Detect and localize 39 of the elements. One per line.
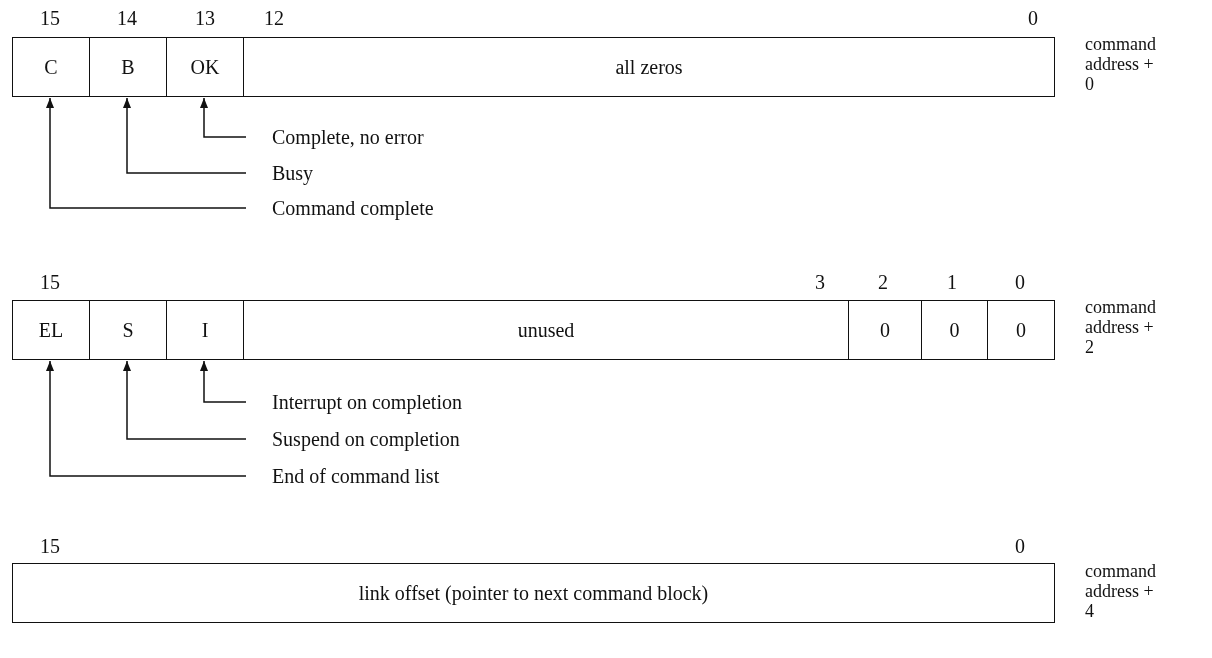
bit-field: all zeros	[243, 37, 1055, 97]
bit-field: OK	[166, 37, 244, 97]
bit-field: B	[89, 37, 167, 97]
bit-number: 15	[40, 8, 60, 28]
leader-line	[46, 97, 247, 209]
field-description: Complete, no error	[272, 126, 424, 148]
bit-field: I	[166, 300, 244, 360]
address-label: command address + 2	[1085, 297, 1157, 357]
bit-number: 0	[1015, 536, 1025, 556]
bit-number: 2	[878, 272, 888, 292]
leader-line	[46, 360, 247, 477]
leader-line	[123, 360, 247, 440]
field-description: Interrupt on completion	[272, 391, 462, 413]
field-description: Command complete	[272, 197, 434, 219]
leader-line	[200, 97, 247, 138]
bit-field: link offset (pointer to next command block)	[12, 563, 1055, 623]
bit-number: 15	[40, 272, 60, 292]
bit-number: 14	[117, 8, 137, 28]
bit-field: 0	[848, 300, 922, 360]
bit-field: S	[89, 300, 167, 360]
bit-number: 15	[40, 536, 60, 556]
bit-field: EL	[12, 300, 90, 360]
bit-number: 13	[195, 8, 215, 28]
field-description: Busy	[272, 162, 314, 184]
leader-line	[123, 97, 247, 174]
bit-field: 0	[987, 300, 1055, 360]
bit-number: 3	[815, 272, 825, 292]
leader-line	[200, 360, 247, 403]
bit-field: unused	[243, 300, 849, 360]
bit-number: 1	[947, 272, 957, 292]
address-label: command address + 4	[1085, 561, 1157, 621]
field-description: End of command list	[272, 465, 440, 487]
bit-number: 12	[264, 8, 284, 28]
field-description: Suspend on completion	[272, 428, 460, 450]
bit-number: 0	[1028, 8, 1038, 28]
bit-number: 0	[1015, 272, 1025, 292]
bit-field: 0	[921, 300, 988, 360]
address-label: command address + 0	[1085, 34, 1157, 94]
bit-field: C	[12, 37, 90, 97]
